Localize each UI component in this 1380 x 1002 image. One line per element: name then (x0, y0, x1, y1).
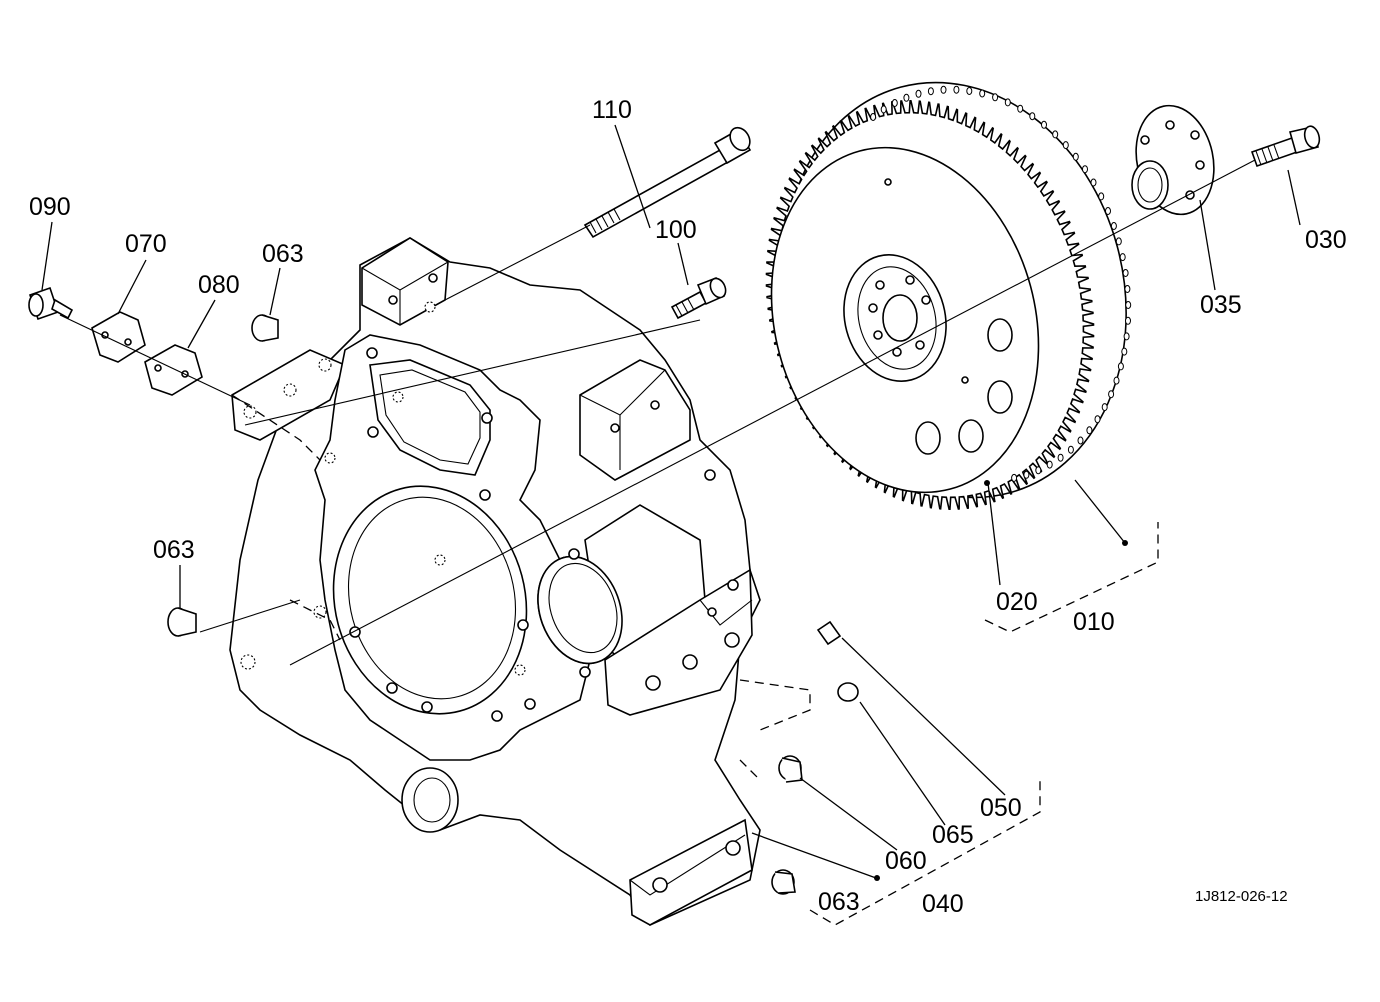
rim-hole (1119, 253, 1126, 262)
rim-hole (1098, 192, 1105, 201)
label-080: 080 (198, 271, 240, 299)
label-030: 030 (1305, 226, 1347, 254)
label-100: 100 (655, 216, 697, 244)
plug-063-top (251, 314, 279, 342)
rim-hole (1117, 362, 1124, 371)
dowel-050 (816, 620, 842, 646)
rim-hole (1017, 104, 1024, 113)
rim-hole (1094, 415, 1101, 424)
rim-hole (1029, 112, 1036, 121)
label-040: 040 (922, 890, 964, 918)
rim-hole (953, 85, 960, 94)
rim-hole (1124, 285, 1131, 293)
rim-hole (966, 87, 973, 95)
rim-hole (891, 99, 898, 107)
plug-063-bottom (771, 869, 796, 895)
rim-hole (927, 87, 934, 96)
rim-hole (1072, 152, 1079, 161)
plug-063-left (167, 607, 197, 637)
cover-plate-070 (91, 311, 146, 363)
rim-hole (1125, 316, 1131, 325)
label-063-left: 063 (153, 536, 195, 564)
label-070: 070 (125, 230, 167, 258)
label-110: 110 (592, 96, 632, 124)
rim-hole (915, 89, 922, 98)
label-035: 035 (1200, 291, 1242, 319)
rim-hole (1035, 466, 1042, 475)
rim-hole (880, 105, 887, 114)
rim-hole (1057, 453, 1064, 462)
rim-hole (1125, 301, 1132, 309)
rim-hole (1067, 445, 1074, 454)
label-020: 020 (996, 588, 1038, 616)
rim-hole (1041, 120, 1047, 129)
rim-hole (1121, 347, 1128, 356)
drawing-code: 1J812-026-12 (1195, 888, 1288, 905)
label-065: 065 (932, 821, 974, 849)
stud-110 (583, 126, 752, 239)
rim-hole (1113, 376, 1120, 385)
ring-gear-holes (870, 85, 1132, 482)
flywheel-assembly (765, 81, 1132, 510)
rim-hole (1046, 460, 1053, 469)
rim-hole (1115, 237, 1122, 246)
bolt-100 (670, 276, 727, 320)
rim-hole (1090, 178, 1097, 187)
rim-hole (1077, 436, 1084, 445)
gasket-080 (144, 344, 203, 396)
rim-hole (992, 93, 999, 102)
label-010: 010 (1073, 608, 1115, 636)
rim-hole (1108, 390, 1115, 399)
pin-065 (837, 682, 859, 702)
part-labels: 110 100 090 070 080 063 063 030 035 020 … (29, 96, 1347, 918)
rim-hole (979, 89, 986, 98)
flywheel-housing (229, 237, 811, 927)
rim-hole (903, 93, 910, 102)
rim-hole (1011, 473, 1018, 482)
leader-lines (41, 124, 1301, 926)
label-090: 090 (29, 193, 71, 221)
label-050: 050 (980, 794, 1022, 822)
rim-hole (1101, 403, 1108, 412)
rim-hole (1004, 98, 1011, 107)
rim-hole (1052, 130, 1059, 139)
bolt-030 (1250, 125, 1321, 168)
rim-hole (1123, 332, 1130, 341)
rim-hole (1105, 207, 1111, 215)
label-060: 060 (885, 847, 927, 875)
bolt-090 (28, 286, 74, 321)
plug-060 (778, 755, 803, 783)
rim-hole (1122, 269, 1129, 277)
rim-hole (870, 113, 877, 121)
rim-hole (1082, 165, 1088, 174)
label-063-bottom: 063 (818, 888, 860, 916)
rim-hole (1062, 141, 1069, 150)
rim-hole (1110, 222, 1117, 230)
flange-035 (1131, 104, 1215, 216)
rim-hole (1023, 470, 1030, 479)
rim-hole (940, 85, 947, 94)
label-063-top: 063 (262, 240, 304, 268)
rim-hole (1086, 426, 1093, 435)
